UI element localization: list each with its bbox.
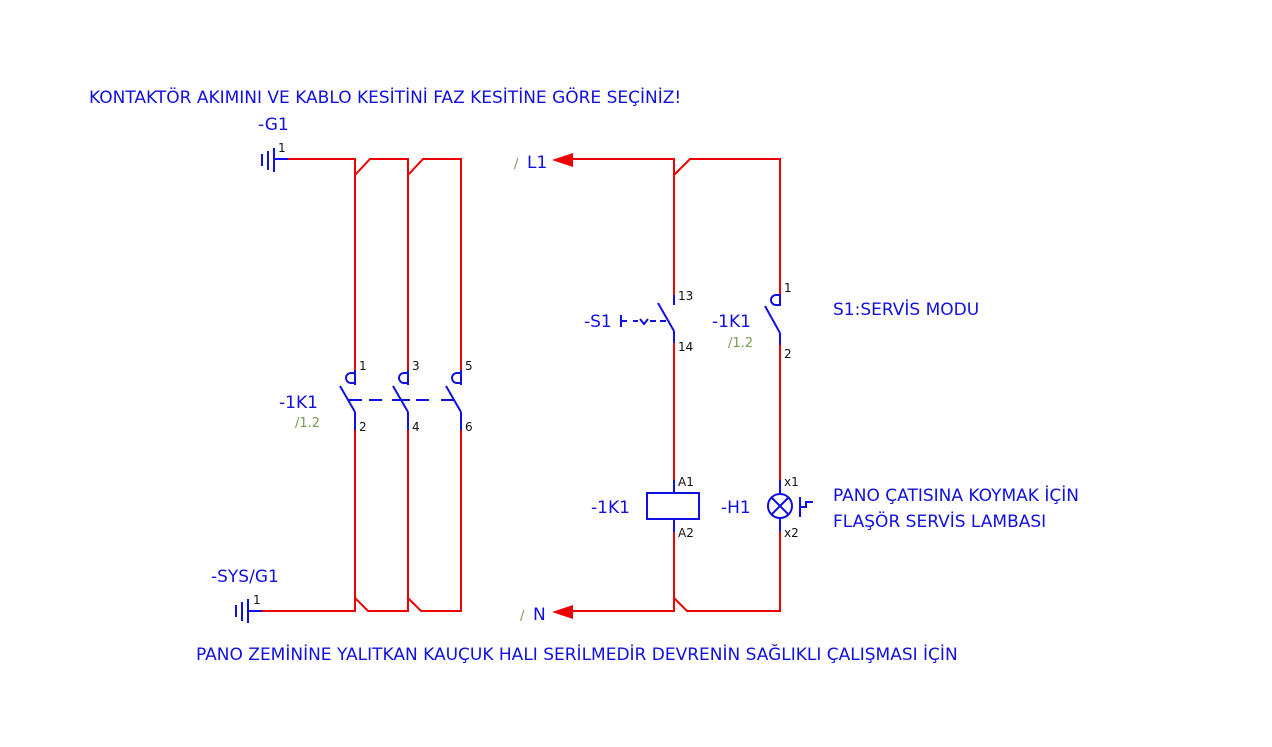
- aux-pin-2: 2: [784, 347, 792, 361]
- coil-pin-a2: A2: [678, 526, 694, 540]
- lamp-pin-x1: x1: [784, 475, 799, 489]
- lamp-label: -H1: [721, 498, 751, 518]
- battery-icon: [235, 599, 262, 623]
- contact-pole-2: [392, 370, 409, 440]
- line-l1[interactable]: / L1: [514, 153, 573, 173]
- pin-bottom-6: 6: [465, 420, 473, 434]
- contact-pole-3: [445, 370, 462, 440]
- pin-top-5: 5: [465, 359, 473, 373]
- pin-bottom-2: 2: [359, 420, 367, 434]
- aux-contact-1k1[interactable]: -1K1 /1.2 1 2: [712, 281, 792, 361]
- s1-label: -S1: [584, 312, 612, 332]
- flasher-icon: [799, 497, 813, 517]
- source-sys-g1-pin: 1: [253, 593, 261, 607]
- contactor-ref: /1.2: [295, 416, 320, 431]
- pushbutton-actuator-icon: [620, 315, 666, 327]
- l1-label: L1: [527, 153, 547, 173]
- contactor-1k1-main[interactable]: -1K1 /1.2: [279, 359, 473, 440]
- coil-label: -1K1: [591, 498, 630, 518]
- l1-slash: /: [514, 157, 519, 172]
- top-bus-wires: [288, 158, 462, 370]
- coil-1k1[interactable]: -1K1 A1 A2: [591, 475, 700, 540]
- control-circuit: / L1 -S1 13 14: [514, 153, 813, 625]
- source-sys-g1-label: -SYS/G1: [211, 567, 279, 587]
- h1-note-line2: FLAŞÖR SERVİS LAMBASI: [833, 510, 1046, 532]
- n-label: N: [533, 605, 546, 625]
- lamp-h1[interactable]: -H1 x1 x2: [721, 475, 813, 540]
- contactor-label: -1K1: [279, 393, 318, 413]
- h1-note-line1: PANO ÇATISINA KOYMAK İÇİN: [833, 485, 1079, 506]
- pin-top-3: 3: [412, 359, 420, 373]
- control-top-wires: [573, 158, 781, 290]
- control-bottom-wires: [573, 532, 781, 612]
- power-circuit: -G1 1 -1K1 /1.2: [211, 115, 473, 623]
- source-g1[interactable]: -G1 1: [258, 115, 289, 172]
- aux-contact-ref: /1.2: [728, 336, 753, 351]
- n-slash: /: [520, 609, 525, 624]
- source-sys-g1[interactable]: -SYS/G1 1: [211, 567, 279, 623]
- arrow-left-icon: [552, 605, 573, 619]
- coil-pin-a1: A1: [678, 475, 694, 489]
- pin-bottom-4: 4: [412, 420, 420, 434]
- switch-s1[interactable]: -S1 13 14: [584, 289, 693, 360]
- s1-pin-13: 13: [678, 289, 693, 303]
- contact-arc-icon: [398, 372, 408, 384]
- contact-arc-icon: [451, 372, 461, 384]
- s1-pin-14: 14: [678, 340, 693, 354]
- line-n[interactable]: / N: [520, 605, 573, 625]
- source-g1-label: -G1: [258, 115, 289, 135]
- source-g1-pin: 1: [278, 141, 286, 155]
- top-note: KONTAKTÖR AKIMINI VE KABLO KESİTİNİ FAZ …: [89, 86, 681, 108]
- contact-pole-1: [339, 370, 356, 440]
- lamp-icon: [767, 493, 793, 519]
- pin-top-1: 1: [359, 359, 367, 373]
- aux-pin-1: 1: [784, 281, 792, 295]
- coil-icon: [646, 492, 700, 520]
- bottom-bus-wires: [262, 440, 462, 612]
- s1-note: S1:SERVİS MODU: [833, 299, 979, 320]
- battery-icon: [261, 148, 288, 172]
- lamp-pin-x2: x2: [784, 526, 799, 540]
- bottom-note: PANO ZEMİNİNE YALITKAN KAUÇUK HALI SERİL…: [196, 643, 958, 665]
- aux-contact-label: -1K1: [712, 312, 751, 332]
- contact-arc-icon: [345, 372, 355, 384]
- contact-arc-icon: [770, 294, 780, 306]
- arrow-left-icon: [552, 153, 573, 167]
